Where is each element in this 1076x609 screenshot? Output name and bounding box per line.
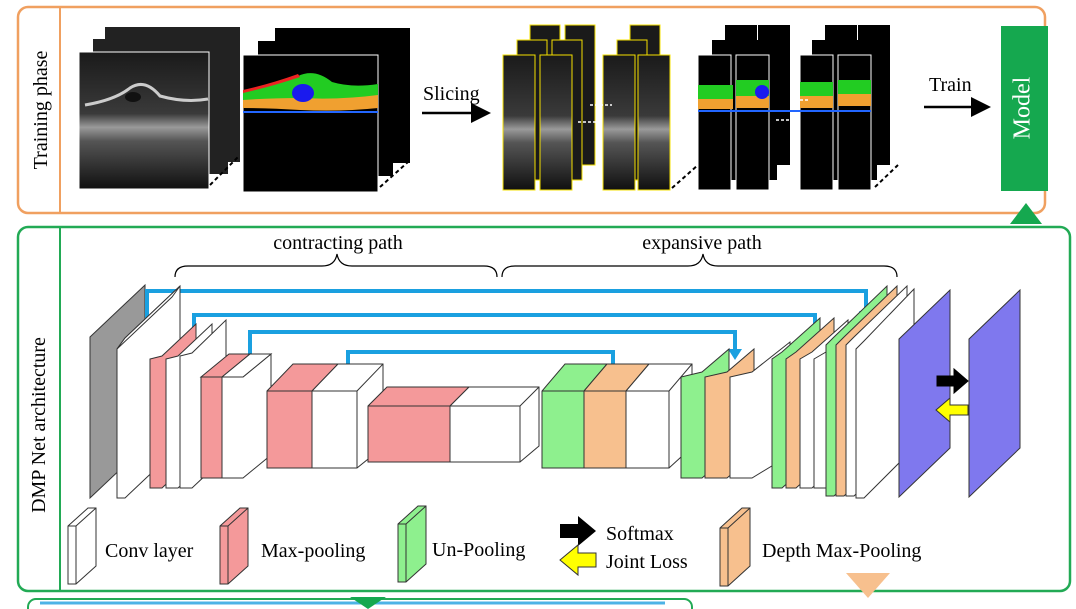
legend-softmax-label: Softmax <box>606 523 674 545</box>
label-image-stack <box>242 28 410 193</box>
legend-depth-maxpool-label: Depth Max-Pooling <box>762 540 921 562</box>
training-phase-side-label: Training phase <box>30 51 52 170</box>
legend-joint-loss-arrow <box>559 543 597 577</box>
expansive-path-label: expansive path <box>642 232 761 254</box>
bottleneck <box>367 386 540 463</box>
legend: Conv layer Max-pooling Un-Pooling Softma… <box>67 505 921 587</box>
model-up-triangle <box>1010 203 1042 224</box>
contracting-path-brace <box>174 253 498 278</box>
sliced-label-strips <box>697 25 899 191</box>
legend-conv-swatch <box>67 507 97 585</box>
legend-depth-maxpool-swatch <box>719 507 751 587</box>
legend-joint-loss-label: Joint Loss <box>606 551 688 573</box>
oct-image-stack <box>78 27 240 190</box>
output-map-left <box>898 288 951 499</box>
contracting-path-label: contracting path <box>273 232 402 254</box>
train-label: Train <box>929 74 972 96</box>
encoder-level-4 <box>266 363 384 469</box>
legend-unpool-swatch <box>397 505 427 583</box>
softmax-arrow <box>936 367 969 395</box>
legend-maxpool-swatch <box>219 507 249 585</box>
joint-loss-arrow <box>935 396 969 424</box>
architecture-side-label: DMP Net architecture <box>28 337 50 513</box>
bottom-down-triangle <box>350 597 386 609</box>
model-label: Model <box>1010 76 1036 139</box>
legend-conv-label: Conv layer <box>105 540 194 562</box>
training-phase-panel: Training phase Slicing <box>16 5 1048 224</box>
architecture-panel: DMP Net architecture contracting path ex… <box>16 225 1072 598</box>
skip-arrowhead <box>728 349 742 360</box>
decoder-level-4 <box>541 363 693 469</box>
model-box <box>1001 26 1048 191</box>
expansive-path-brace <box>501 253 898 278</box>
slicing-label: Slicing <box>423 83 480 105</box>
output-map-right <box>968 288 1021 499</box>
architecture-border <box>16 225 1072 593</box>
legend-softmax-arrow <box>560 516 596 546</box>
depth-pool-down-triangle <box>846 573 890 598</box>
sliced-oct-strips <box>502 24 699 191</box>
bottom-panel-partial <box>27 597 693 609</box>
encoder-level-3 <box>199 352 273 479</box>
legend-unpool-label: Un-Pooling <box>432 539 525 561</box>
legend-maxpool-label: Max-pooling <box>261 540 365 562</box>
